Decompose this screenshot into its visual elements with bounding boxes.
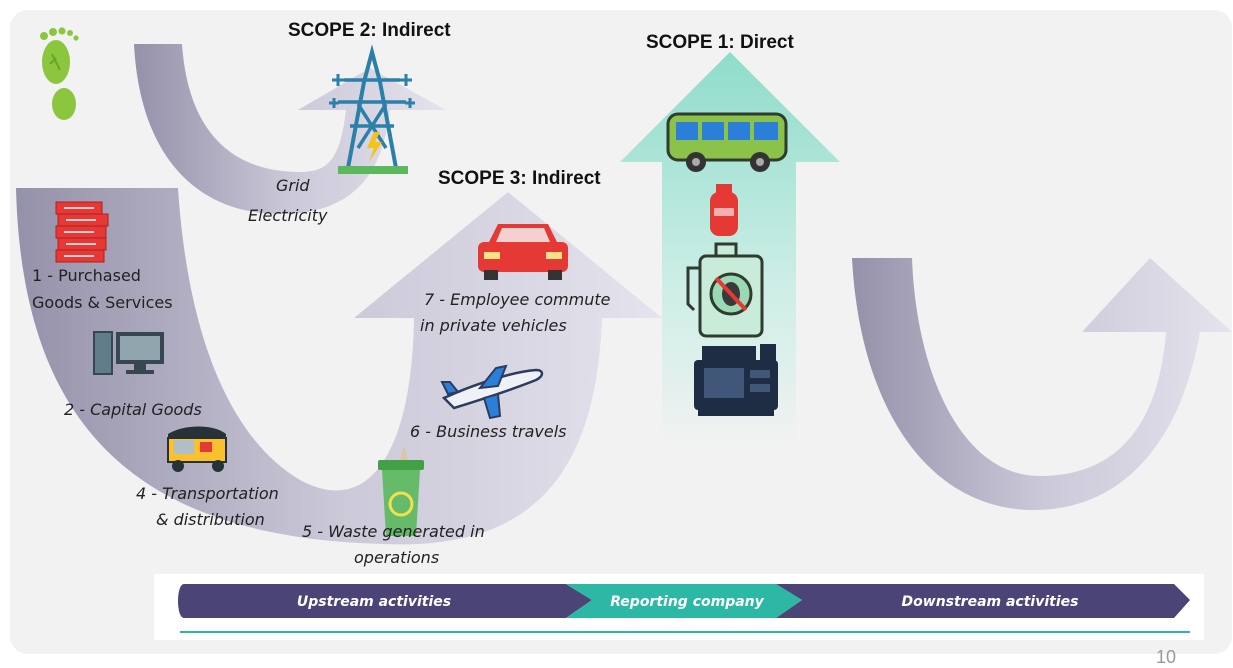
grid-label-line2: Electricity — [248, 206, 328, 225]
gas-cylinder-icon — [710, 184, 738, 236]
reporting-segment — [566, 584, 802, 618]
diagram-canvas — [16, 27, 1232, 640]
reporting-label: Reporting company — [610, 594, 764, 610]
purchased-label-line2: Goods & Services — [32, 293, 173, 312]
page-number: 10 — [1156, 647, 1177, 667]
waste-label-line1: 5 - Waste generated in — [302, 522, 485, 541]
downstream-segment — [776, 584, 1190, 618]
computer-icon — [93, 331, 164, 375]
transport-label-line1: 4 - Transportation — [136, 484, 279, 503]
purchased-label-line1: 1 - Purchased — [32, 266, 141, 285]
airplane-icon — [440, 364, 544, 420]
waste-label-line2: operations — [354, 548, 440, 567]
commute-label-line1: 7 - Employee commute — [424, 290, 611, 309]
transport-label-line2: & distribution — [156, 510, 265, 529]
autorickshaw-icon — [167, 426, 227, 472]
grid-label-line1: Grid — [276, 176, 310, 195]
upstream-segment — [178, 584, 592, 618]
fuel-dispenser-icon — [686, 242, 764, 338]
scope1-title: SCOPE 1: Direct — [646, 32, 794, 53]
scope2-title: SCOPE 2: Indirect — [288, 20, 451, 41]
footprint-icon — [40, 27, 79, 120]
boxes-icon — [55, 201, 109, 263]
downstream-label: Downstream activities — [901, 594, 1079, 610]
commute-label-line2: in private vehicles — [420, 316, 567, 335]
scope3-title: SCOPE 3: Indirect — [438, 168, 601, 189]
capital-goods-label: 2 - Capital Goods — [64, 400, 202, 419]
car-icon — [478, 224, 568, 280]
waste-bin-icon — [378, 446, 424, 536]
generator-icon — [694, 344, 778, 416]
value-chain-bar — [154, 574, 1204, 640]
business-travels-label: 6 - Business travels — [410, 422, 567, 441]
power-tower-icon — [329, 44, 415, 174]
slide: SCOPE 2: Indirect SCOPE 1: Direct SCOPE … — [10, 10, 1232, 654]
bus-icon — [666, 112, 788, 172]
upstream-label: Upstream activities — [296, 594, 452, 610]
downstream-arrow — [852, 258, 1232, 510]
